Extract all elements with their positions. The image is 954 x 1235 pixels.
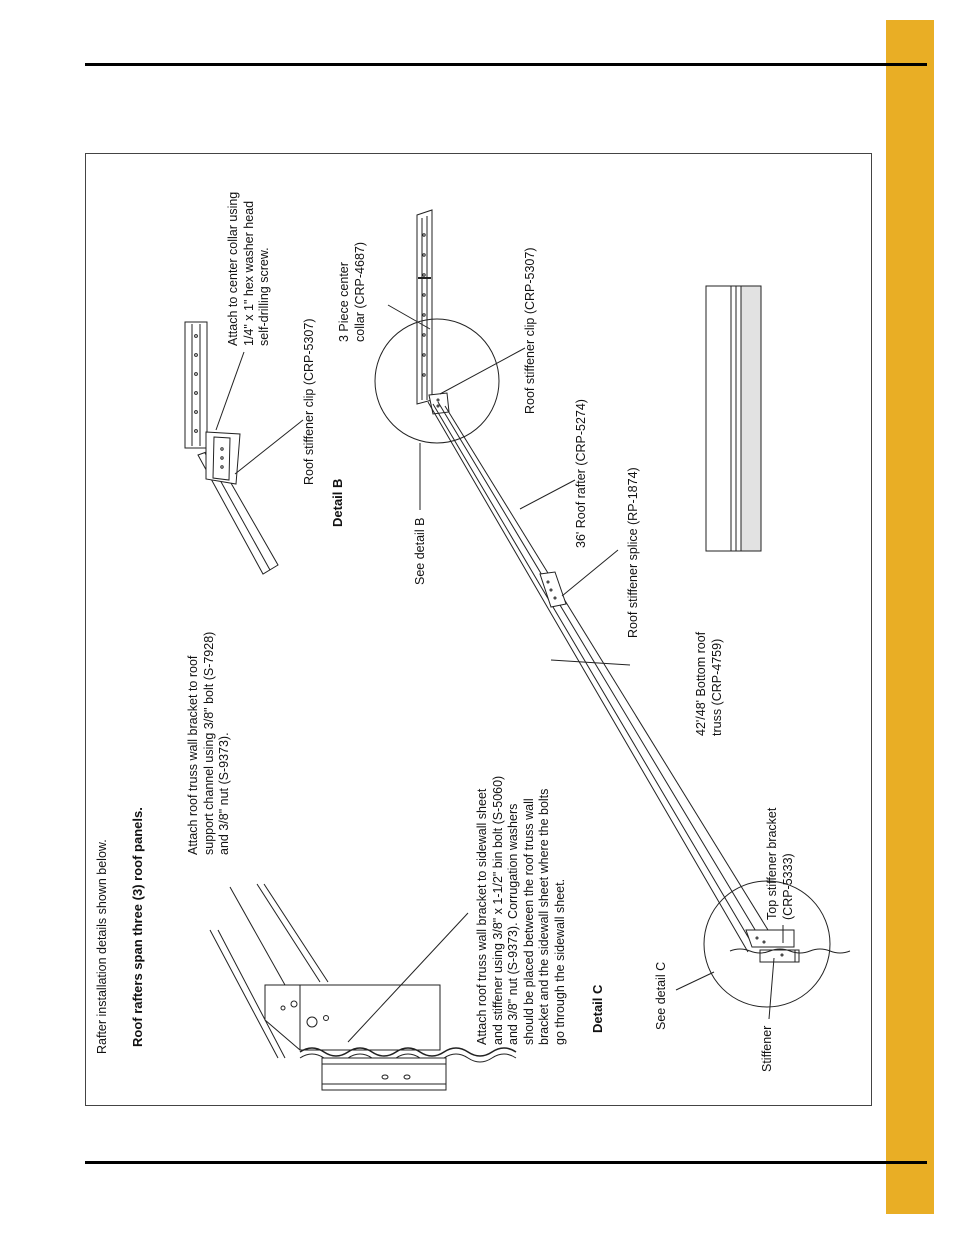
- span-note: Roof rafters span three (3) roof panels.: [130, 807, 145, 1047]
- wall-bracket-note: Attach roof truss wall bracket to roof s…: [186, 631, 231, 855]
- detail-b-circle: [374, 318, 500, 444]
- section-tab: [886, 20, 934, 1214]
- header-rule: [85, 63, 927, 66]
- clip-lower-label: Roof stiffener clip (CRP-5307): [523, 247, 537, 414]
- detail-b-center-collar: [374, 209, 500, 444]
- see-detail-b-label: See detail B: [413, 517, 427, 585]
- roof-rafter-label: 36' Roof rafter (CRP-5274): [574, 399, 588, 548]
- top-stiffener-bracket-label: Top stiffener bracket (CRP-5333): [765, 807, 795, 920]
- main-roof-rafter: [427, 401, 769, 953]
- clip-upper-label: Roof stiffener clip (CRP-5307): [302, 318, 316, 485]
- bottom-roof-truss-label: 42'/48' Bottom roof truss (CRP-4759): [694, 631, 724, 736]
- detail-c-eave: [703, 880, 851, 1008]
- stiffener-splice-label: Roof stiffener splice (RP-1874): [626, 467, 640, 638]
- leader-lines: [229, 304, 784, 1043]
- center-collar-label: 3 Piece center collar (CRP-4687): [337, 241, 367, 342]
- footer-rule: [85, 1161, 927, 1164]
- revision-table: [705, 285, 762, 552]
- see-detail-c-label: See detail C: [654, 961, 668, 1030]
- figure-frame: [85, 153, 872, 1106]
- stiffener-label: Stiffener: [760, 1025, 774, 1072]
- detail-b-heading: Detail B: [330, 478, 345, 527]
- sidewall-note: Attach roof truss wall bracket to sidewa…: [475, 775, 567, 1045]
- detail-c-sidewall-assembly: [209, 883, 517, 1091]
- detail-b-upper-assembly: [184, 321, 279, 575]
- intro-text: Rafter installation details shown below.: [95, 839, 109, 1054]
- detail-c-circle: [703, 880, 831, 1008]
- detail-c-heading: Detail C: [590, 984, 605, 1033]
- attach-center-note: Attach to center collar using 1/4" x 1" …: [226, 191, 271, 346]
